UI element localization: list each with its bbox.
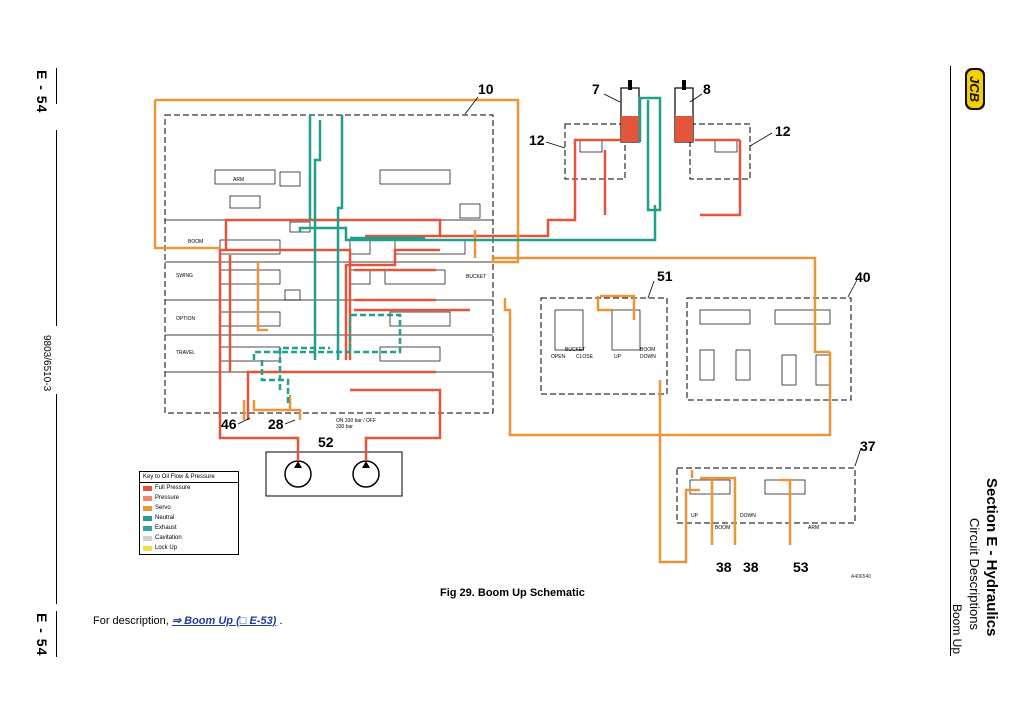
- option-label: OPTION: [176, 316, 196, 322]
- servo-selector-valve-outline: [686, 297, 852, 401]
- up-label-lower: UP: [691, 513, 698, 519]
- jcb-logo: JCB: [965, 68, 985, 110]
- legend-item: Full Pressure: [140, 483, 238, 493]
- arm-label-main: ARM: [233, 177, 245, 183]
- callout-7: 7: [592, 81, 600, 97]
- legend-item: Lock Up: [140, 543, 238, 553]
- boom-label-main: BOOM: [188, 239, 204, 245]
- swing-label: SWING: [176, 273, 193, 279]
- left-margin-rule-mid: [56, 130, 57, 326]
- left-margin-rule-bottom: [56, 611, 57, 657]
- callout-10: 10: [478, 81, 494, 97]
- boom-check-valve-left-outline: [564, 123, 626, 180]
- svg-text:JCB: JCB: [967, 76, 982, 102]
- legend-item: Cavitation: [140, 533, 238, 543]
- legend-item: Exhaust: [140, 523, 238, 533]
- callout-53: 53: [793, 559, 809, 575]
- up-label-pilot: UP: [614, 354, 621, 360]
- left-margin-rule-mid2: [56, 394, 57, 604]
- drawing-reference: A406540: [851, 574, 872, 580]
- legend-item: Servo: [140, 503, 238, 513]
- bucket-label-pilot: BUCKET: [565, 347, 586, 353]
- oil-flow-legend: Key to Oil Flow & Pressure Full Pressure…: [139, 471, 239, 555]
- legend-item: Pressure: [140, 493, 238, 503]
- callout-8: 8: [703, 81, 711, 97]
- callout-28: 28: [268, 416, 284, 432]
- down-label-lower: DOWN: [740, 513, 756, 519]
- callout-38-right: 38: [743, 559, 759, 575]
- callout-37: 37: [860, 438, 876, 454]
- boom-arm-lowering-valve-outline: [676, 467, 856, 524]
- legend-item: Neutral: [140, 513, 238, 523]
- callout-51: 51: [657, 268, 673, 284]
- boom-label-pilot: BOOM: [640, 347, 656, 353]
- callout-52: 52: [318, 434, 334, 450]
- description-prefix: For description,: [93, 615, 172, 627]
- bucket-label-main: BUCKET: [466, 274, 487, 280]
- callout-12-left: 12: [529, 132, 545, 148]
- arm-label-lower: ARM: [808, 525, 820, 531]
- servo-pilot-valve-outline: [540, 297, 668, 395]
- boom-up-link[interactable]: ⇒ Boom Up (□ E-53): [171, 615, 277, 627]
- boom-label-lower: BOOM: [715, 525, 731, 531]
- callout-40: 40: [855, 269, 871, 285]
- close-label: CLOSE: [576, 354, 593, 360]
- boom-check-valve-right-outline: [689, 123, 751, 180]
- left-margin-rule-top: [56, 68, 57, 104]
- description-suffix: .: [276, 615, 283, 627]
- pump-outline: [265, 451, 403, 497]
- travel-label: TRAVEL: [176, 350, 196, 356]
- legend-title: Key to Oil Flow & Pressure: [140, 472, 238, 483]
- callout-38-left: 38: [716, 559, 732, 575]
- on-off-pressure-label: ON 330 bar / OFF 330 bar: [336, 418, 377, 430]
- right-margin-rule: [950, 66, 951, 656]
- figure-caption: Fig 29. Boom Up Schematic: [440, 587, 585, 599]
- main-control-valve-outline: [164, 114, 494, 414]
- callout-46: 46: [221, 416, 237, 432]
- callout-12-right: 12: [775, 123, 791, 139]
- down-label-pilot: DOWN: [640, 354, 656, 360]
- description-line: For description, ⇒ Boom Up (□ E-53) .: [93, 614, 282, 627]
- open-label: OPEN: [551, 354, 566, 360]
